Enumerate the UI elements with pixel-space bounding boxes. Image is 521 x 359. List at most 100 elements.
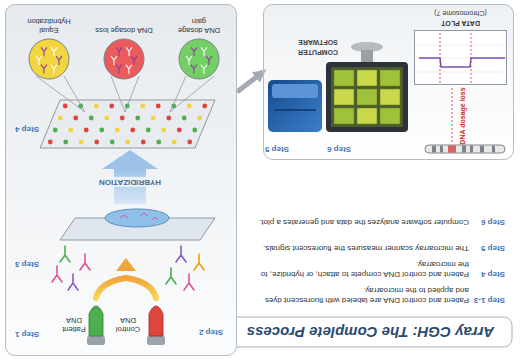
dna-strand	[56, 56, 62, 65]
result-label: DNA dosage gain	[170, 17, 228, 35]
title: Array CGH: The Complete Process	[247, 323, 495, 341]
merge-arrow	[116, 258, 136, 271]
step-label: Step 4	[481, 269, 505, 279]
computer-monitor	[357, 108, 377, 124]
step-label: Step 5	[265, 144, 289, 154]
upper-microarray	[130, 128, 135, 133]
plot-annotation: DNA dosage loss	[459, 87, 467, 144]
scanner	[272, 84, 318, 98]
plot-graph	[415, 45, 508, 46]
data-plot-box: DATA PLOT(Chromosome 7)	[414, 30, 507, 85]
zoom-lines	[125, 76, 139, 112]
patient-tube	[87, 336, 105, 345]
result-label: DNA dosage loss	[95, 26, 153, 35]
lower-microarray	[60, 209, 215, 240]
process-label: HYBRIDIZATION	[97, 177, 163, 187]
circle-shape	[104, 39, 144, 79]
dye-strands	[68, 274, 78, 290]
dye-strands	[60, 246, 70, 262]
upper-microarray	[187, 140, 192, 145]
result-label: Equal Hybridization	[20, 17, 78, 35]
scanner	[274, 109, 316, 111]
chromosome	[492, 146, 495, 153]
upper-microarray	[58, 116, 63, 121]
upper-microarray	[89, 116, 94, 121]
plot-graph	[452, 88, 453, 144]
computer-monitor	[334, 89, 354, 105]
upper-microarray	[197, 116, 202, 121]
dna-strand	[41, 65, 47, 74]
dye-strands	[166, 268, 176, 284]
upper-microarray	[104, 116, 109, 121]
upper-microarray	[99, 128, 104, 133]
upper-microarray	[73, 116, 78, 121]
upper-microarray	[166, 116, 171, 121]
control-tube	[149, 306, 163, 336]
plot-graph	[415, 72, 508, 73]
upper-microarray	[177, 128, 182, 133]
upper-microarray	[40, 100, 215, 148]
merge-arrow	[126, 278, 156, 298]
hybridization-arrow	[102, 150, 158, 169]
dye-strands	[184, 274, 194, 290]
dna-strand	[201, 65, 207, 74]
dna-strand	[186, 56, 192, 65]
circle-shape	[179, 39, 219, 79]
upper-microarray	[53, 128, 58, 133]
computer-monitor	[380, 89, 400, 105]
patient-tube	[89, 306, 103, 336]
zoom-lines	[170, 76, 186, 112]
computer-panel: Step 5Step 6DATA PLOT(Chromosome 7)	[263, 4, 514, 160]
plot-graph	[471, 33, 472, 84]
upper-microarray	[192, 128, 197, 133]
chromosome	[448, 146, 456, 153]
dna-strand	[191, 65, 197, 74]
dye-strands	[176, 246, 186, 262]
dna-strand	[116, 47, 122, 56]
plot-label: DATA PLOT	[441, 19, 480, 27]
dna-strand	[126, 65, 132, 74]
computer-panel-fill	[263, 4, 514, 160]
illustration	[5, 4, 514, 356]
computer-monitor	[331, 67, 403, 127]
circle-outline	[103, 38, 145, 80]
chromosome	[425, 145, 505, 153]
dna-strand	[41, 47, 47, 56]
computer-monitor	[357, 89, 377, 105]
merge-arrow	[123, 270, 129, 280]
dna-strand	[116, 65, 122, 74]
result-circle: DNA dosage gain	[178, 38, 220, 80]
chromosome	[432, 146, 436, 153]
dna-strand	[36, 56, 42, 65]
scanner	[268, 80, 322, 132]
tube-label: Patient DNA	[59, 316, 89, 334]
circle-outline	[178, 38, 220, 80]
computer-monitor	[326, 62, 408, 132]
scanner	[268, 80, 322, 132]
upper-microarray	[94, 104, 99, 109]
chromosome	[440, 146, 443, 153]
plot-graph	[440, 33, 441, 84]
zoom-lines	[36, 76, 85, 112]
plot-graph	[415, 31, 508, 144]
step-description: The microarray scanner measures the fluo…	[253, 243, 469, 253]
step-label: Step 6	[481, 217, 505, 227]
upper-microarray	[79, 140, 84, 145]
upper-microarray	[94, 140, 99, 145]
dye-strands	[80, 254, 90, 270]
merge-arrow	[96, 278, 126, 298]
dye-strands	[194, 254, 204, 270]
upper-microarray	[120, 116, 125, 121]
lower-microarray	[105, 209, 169, 227]
result-circle: Equal Hybridization	[28, 38, 70, 80]
dna-strand	[111, 56, 117, 65]
device-label: COMPUTER	[298, 48, 338, 56]
circle-outline	[28, 38, 70, 80]
upper-microarray	[125, 140, 130, 145]
merge-arrow	[96, 258, 156, 298]
upper-microarray	[187, 104, 192, 109]
dna-strand	[126, 47, 132, 56]
computer-monitor	[380, 108, 400, 124]
